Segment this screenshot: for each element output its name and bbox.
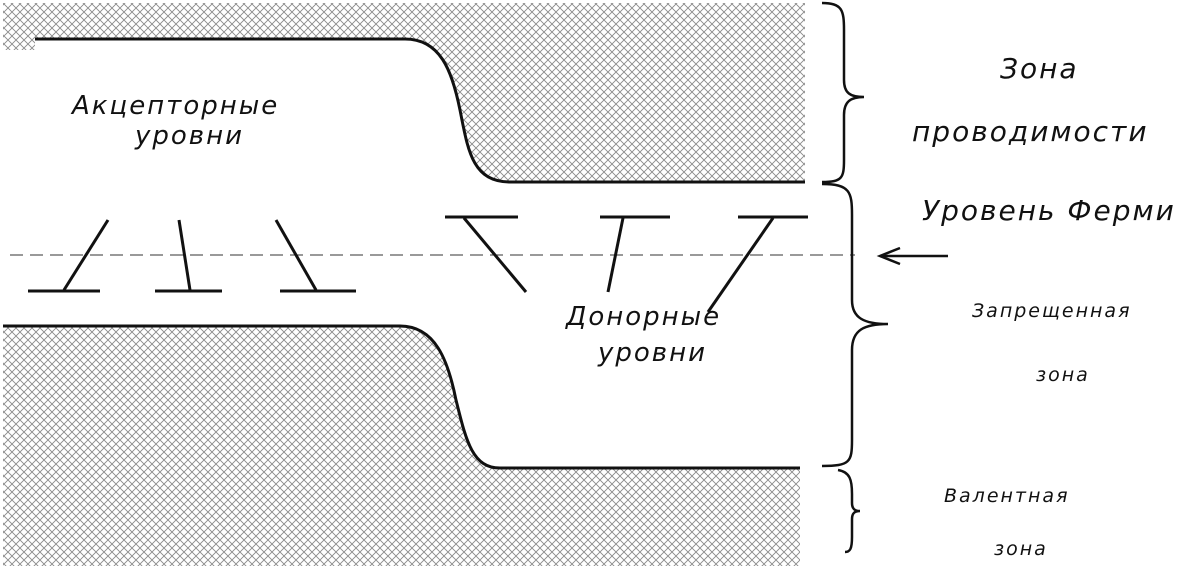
acceptor-levels <box>28 219 356 293</box>
donor-levels <box>445 215 808 313</box>
valence-band-region <box>3 326 800 566</box>
donor-level-stem <box>606 217 625 293</box>
valence-band-label-line1: Валентная <box>944 485 1070 507</box>
conduction-band-brace <box>821 1 865 184</box>
conduction-band-edge <box>35 37 805 184</box>
fermi-arrow <box>876 246 948 266</box>
acceptor-level-stem <box>62 219 110 291</box>
conduction-band-label-line2: проводимости <box>912 115 1149 148</box>
acceptor-level-stem <box>274 219 318 291</box>
forbidden-gap-brace <box>821 182 889 468</box>
acceptor-label-line1: Акцепторные <box>72 91 280 121</box>
forbidden-gap-label-line2: зона <box>1036 364 1090 386</box>
valence-band-brace <box>837 468 861 554</box>
conduction-band-region <box>3 3 805 182</box>
donor-label-line2: уровни <box>598 338 708 368</box>
donor-level-stem <box>462 217 528 293</box>
conduction-band-label-line1: Зона <box>1000 52 1079 85</box>
donor-label-line1: Донорные <box>566 302 722 332</box>
valence-band-label-line2: зона <box>994 538 1048 560</box>
valence-band-edge <box>3 324 800 470</box>
fermi-level-label: Уровень Ферми <box>922 194 1176 227</box>
acceptor-level-stem <box>177 219 192 291</box>
acceptor-label-line2: уровни <box>135 121 245 151</box>
donor-level-stem <box>706 217 775 313</box>
forbidden-gap-label-line1: Запрещенная <box>972 300 1132 322</box>
